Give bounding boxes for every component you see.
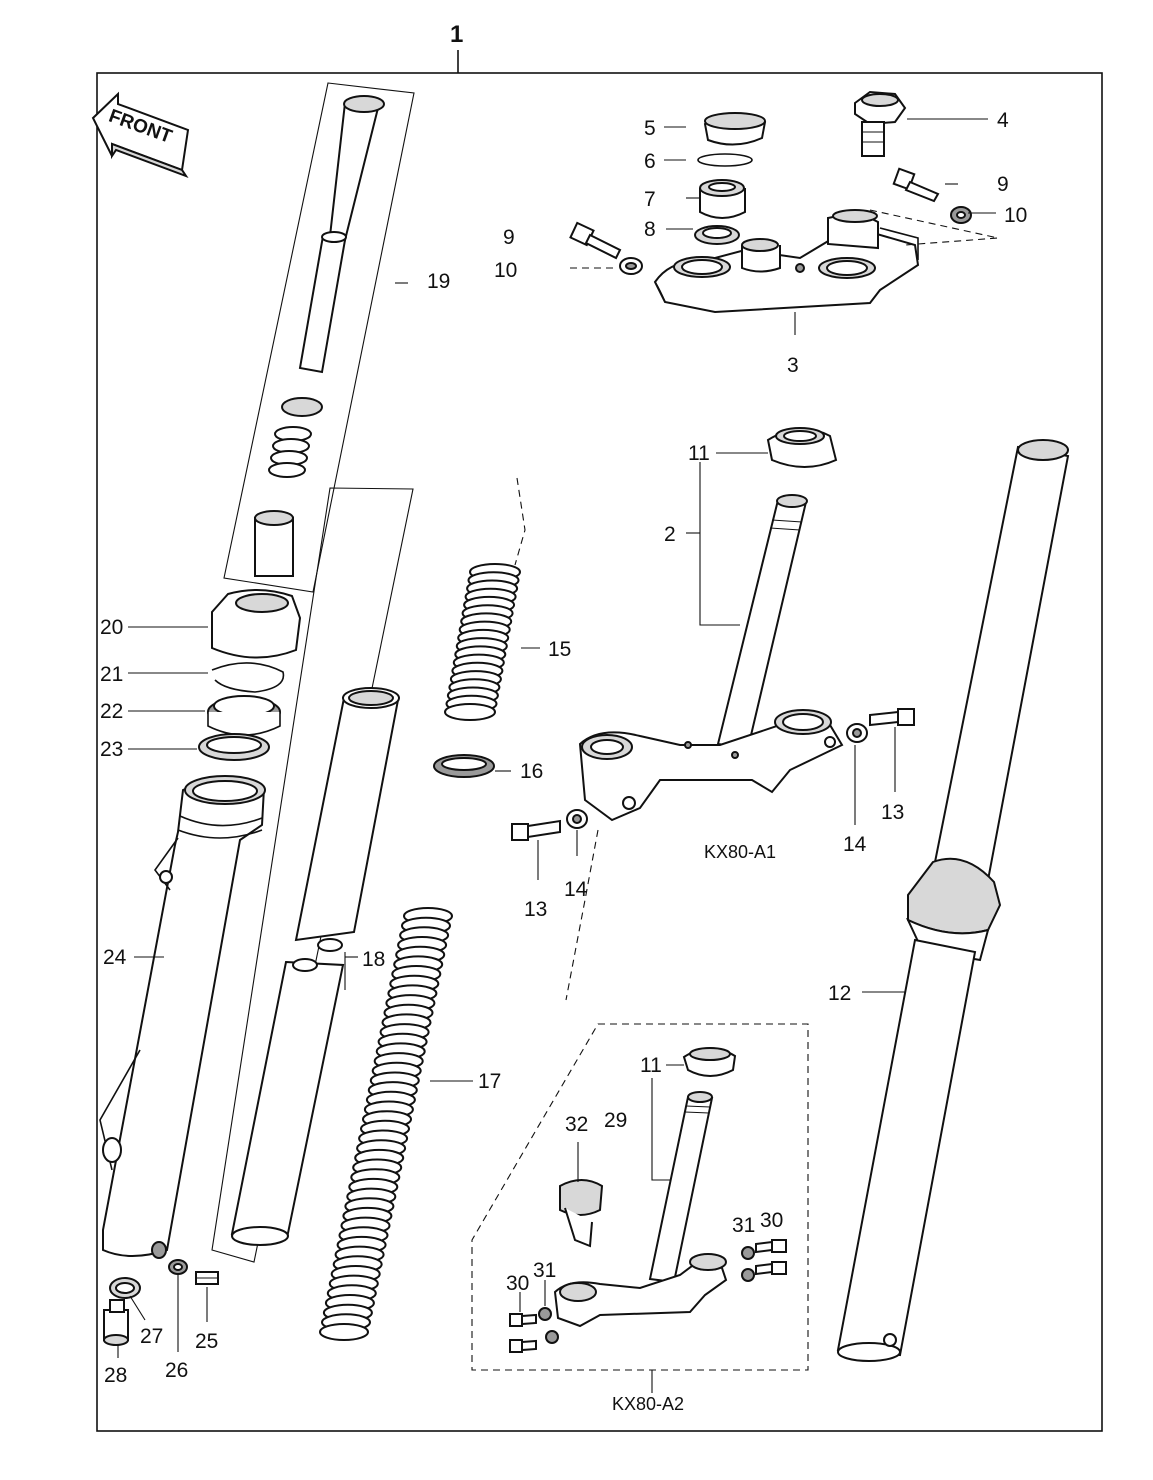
callout-25: 25	[195, 1330, 218, 1353]
spring-17	[319, 907, 453, 1341]
gasket-26	[168, 1259, 188, 1275]
pinch-washer-a1-left	[566, 809, 588, 829]
callout-4: 4	[997, 109, 1009, 132]
callout-2: 2	[664, 523, 676, 546]
callout-5: 5	[644, 117, 656, 140]
group-a2-box	[471, 1023, 809, 1371]
bracket-32	[559, 1179, 604, 1248]
callout-8: 8	[644, 218, 656, 241]
callout-9-right: 9	[997, 173, 1009, 196]
callout-23: 23	[100, 738, 123, 761]
allen-bolt	[103, 1299, 129, 1346]
callout-30-left: 30	[506, 1272, 529, 1295]
callout-31-left: 31	[533, 1259, 556, 1282]
stem-seal-cap-a2	[682, 1047, 737, 1077]
callout-24: 24	[103, 946, 127, 969]
rebound-spring-19	[268, 397, 323, 478]
callout-31-right: 31	[732, 1214, 755, 1237]
upper-clamp	[653, 209, 920, 314]
callout-17: 17	[478, 1070, 501, 1093]
o-ring	[697, 153, 753, 167]
pinch-bolts-a2-left	[509, 1307, 559, 1353]
clamp-bolt-left	[569, 221, 622, 260]
clamp-nut-right	[950, 206, 972, 224]
callout-18: 18	[362, 948, 385, 971]
stem-seal-cap-a1	[766, 427, 838, 468]
steering-stem-a2	[553, 1091, 728, 1328]
fork-leg-12	[836, 439, 1070, 1362]
stem-nut	[699, 179, 746, 219]
inner-tube	[230, 687, 400, 1246]
callout-28: 28	[104, 1364, 127, 1387]
callout-26: 26	[165, 1359, 188, 1382]
pinch-bolt-a1-left	[511, 819, 561, 841]
pinch-bolts-a2-right	[741, 1239, 787, 1282]
steering-stem-a1	[578, 494, 844, 822]
stem-washer	[694, 225, 740, 245]
callout-7: 7	[644, 188, 656, 211]
callout-19: 19	[427, 270, 450, 293]
callout-15: 15	[548, 638, 571, 661]
oil-lock-piece	[254, 510, 294, 577]
callout-22: 22	[100, 700, 123, 723]
spacer-16	[433, 754, 495, 778]
spring-15	[444, 563, 521, 721]
cap	[703, 112, 767, 146]
spring15-coil	[444, 703, 496, 721]
callout-16: 16	[520, 760, 543, 783]
callout-1: 1	[450, 21, 463, 48]
callout-13-a1-right: 13	[881, 801, 904, 824]
callout-14-a1-right: 14	[843, 833, 867, 856]
callout-20: 20	[100, 616, 123, 639]
callout-27: 27	[140, 1325, 163, 1348]
callout-6: 6	[644, 150, 656, 173]
callout-10-left: 10	[494, 259, 517, 282]
group-18-outline	[211, 487, 414, 1263]
damper-rod	[298, 95, 385, 374]
pinch-washer-a1-right	[846, 723, 868, 743]
callout-11-a2: 11	[640, 1054, 662, 1077]
callout-32: 32	[565, 1113, 588, 1136]
model-label-a1: KX80-A1	[704, 842, 776, 862]
clamp-washer-left	[619, 257, 643, 275]
callout-21: 21	[100, 663, 123, 686]
callout-29: 29	[604, 1109, 627, 1132]
gasket-27	[109, 1277, 141, 1299]
retaining-ring	[211, 662, 285, 693]
diagram-frame	[96, 72, 1103, 1432]
outer-tube	[99, 775, 266, 1259]
spring17-coil	[319, 1323, 369, 1341]
group-19-box	[223, 82, 415, 593]
model-label-a2: KX80-A2	[612, 1394, 684, 1414]
callout-10-right: 10	[1004, 204, 1027, 227]
stem-head-bolt	[854, 90, 907, 157]
drain-bolt	[195, 1271, 219, 1285]
callout-12: 12	[828, 982, 851, 1005]
callout-30-right: 30	[760, 1209, 783, 1232]
pinch-bolt-a1-right	[869, 708, 915, 727]
callout-9-left: 9	[503, 226, 515, 249]
callout-11-a1: 11	[688, 442, 710, 465]
clamp-bolt-right	[892, 167, 940, 203]
callout-13-a1-left: 13	[524, 898, 547, 921]
callout-14-a1-left: 14	[564, 878, 588, 901]
callout-3: 3	[787, 354, 799, 377]
seal-washer	[198, 733, 270, 761]
front-arrow-icon: FRONT	[91, 91, 190, 179]
oil-seal	[207, 695, 281, 736]
dust-seal	[211, 588, 302, 659]
